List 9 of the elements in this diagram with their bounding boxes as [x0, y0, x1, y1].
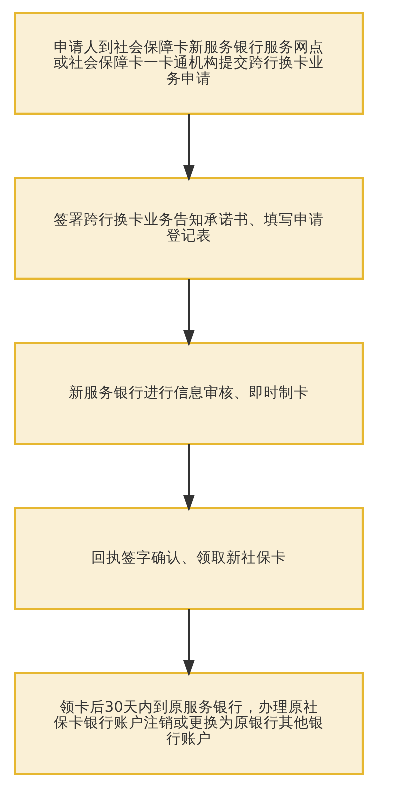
arrow [182, 609, 194, 677]
arrow [182, 279, 194, 347]
arrow [182, 114, 194, 182]
arrow [182, 444, 194, 512]
node-box: 申请人到社会保障卡新服务银行服务网点或社会保障卡一卡通机构提交跨行换卡业务申请 [14, 12, 364, 116]
node-box: 新服务银行进行信息审核、即时制卡 [14, 342, 364, 446]
node-box: 回执签字确认、领取新社保卡 [14, 507, 364, 610]
node-box: 签署跨行换卡业务告知承诺书、填写申请登记表 [14, 177, 364, 280]
node-box: 领卡后30天内到原服务银行，办理原社保卡银行账户注销或更换为原银行其他银行账户 [14, 672, 364, 776]
